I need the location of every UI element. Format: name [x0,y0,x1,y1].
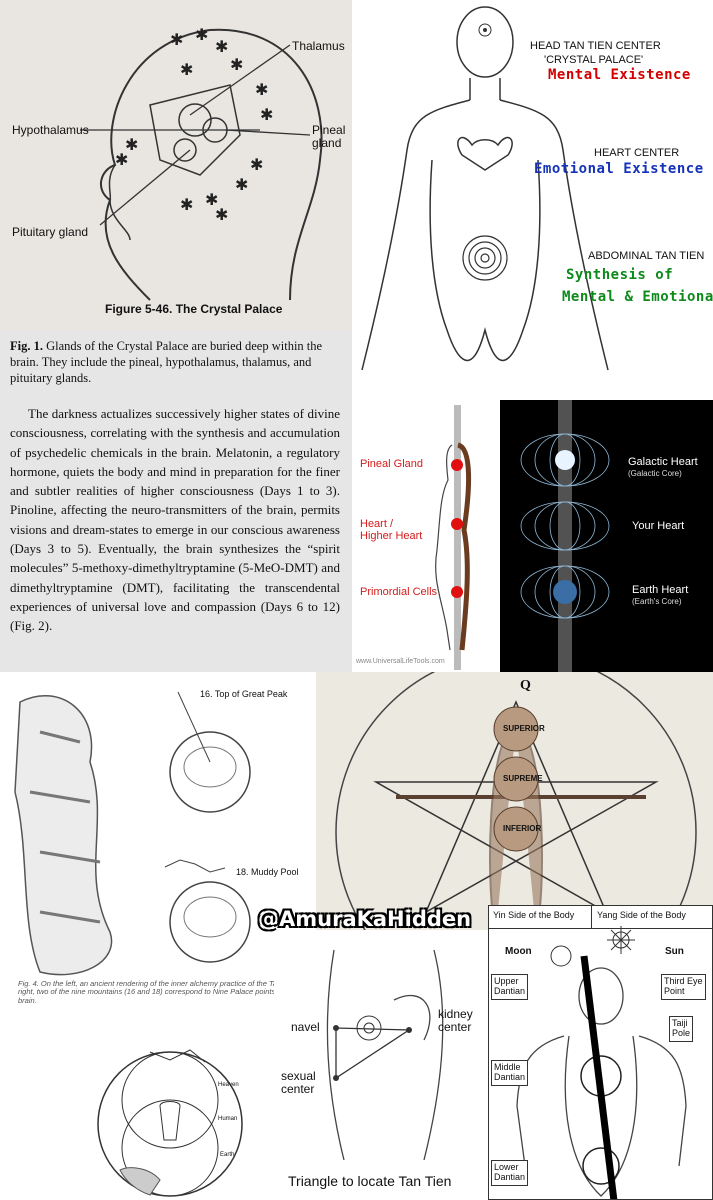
crystal-palace-panel: ✱✱✱ ✱✱✱ ✱✱✱ ✱✱✱ ✱✱ Thalamus Hypothalamus… [0,0,352,330]
pentagram-panel: Q SUPERIOR SUPREME INFERIOR [316,672,713,930]
globe-panel: Heaven Human Earth [90,1040,250,1200]
galactic-heart-label: Galactic Heart [628,456,698,468]
svg-text:✱: ✱ [250,155,263,174]
head-center-sub: 'CRYSTAL PALACE' [544,54,644,66]
svg-text:✱: ✱ [195,25,208,44]
inferior-label: INFERIOR [503,824,542,833]
triangle-panel: navel kidney center sexual center Triang… [274,930,488,1200]
yinyang-header-line [489,928,712,929]
lower-dantian-label: Lower Dantian [491,1160,529,1186]
navel-label: navel [291,1020,320,1034]
alchemy-drawing [14,691,251,976]
human-figure-drawing [361,6,609,371]
heart-center-title: HEART CENTER [594,147,680,159]
fig1-caption-text: Glands of the Crystal Palace are buried … [10,339,323,385]
globe-drawing [97,1049,243,1197]
watermark: @AmuraKaHidden [258,907,472,931]
nine-mountains-panel: 16. Top of Great Peak 18. Muddy Pool Fig… [0,672,316,1040]
crystal-palace-drawing: ✱✱✱ ✱✱✱ ✱✱✱ ✱✱✱ ✱✱ [80,25,323,301]
synthesis-line-1: Synthesis of [566,267,674,283]
woman-pineal-label: Pineal Gland [360,458,423,470]
earth-heart-sub: (Earth's Core) [632,597,682,606]
head-center-title: HEAD TAN TIEN CENTER [530,40,661,52]
woman-primordial-label: Primordial Cells [360,586,438,598]
svg-text:✱: ✱ [260,105,273,124]
mental-existence-label: Mental Existence [548,67,691,83]
pentagram-drawing [335,672,697,930]
third-eye-label: Third Eye Point [661,974,706,1000]
kidney-label: kidney center [438,1007,473,1035]
globe-earth-label: Earth [220,1152,235,1158]
article-text-panel: Fig. 1. Glands of the Crystal Palace are… [0,330,352,672]
taiji-pole-label: Taiji Pole [669,1016,694,1042]
top-great-peak-label: 16. Top of Great Peak [200,689,288,699]
thalamus-label: Thalamus [292,39,345,53]
upper-dantian-label: Upper Dantian [491,974,529,1000]
moon-label: Moon [505,946,532,957]
fig1-label: Fig. 1. [10,339,43,353]
globe-human-label: Human [218,1116,238,1122]
superior-label: SUPERIOR [503,724,545,733]
svg-text:✱: ✱ [205,190,218,209]
woman-heart-label: Heart / Higher Heart [360,518,423,543]
yang-header: Yang Side of the Body [597,910,686,920]
svg-text:✱: ✱ [235,175,248,194]
muddy-pool-label: 18. Muddy Pool [236,867,299,877]
svg-text:✱: ✱ [170,30,183,49]
globe-heaven-label: Heaven [218,1082,239,1088]
tan-tien-centers-panel: HEAD TAN TIEN CENTER 'CRYSTAL PALACE' Me… [352,0,713,400]
svg-text:✱: ✱ [255,80,268,99]
woman-gland-panel: Pineal Gland Heart / Higher Heart Primor… [352,400,500,672]
woman-credit: www.UniversalLifeTools.com [356,658,445,665]
your-heart-label: Your Heart [632,520,685,532]
svg-text:✱: ✱ [125,135,138,154]
yinyang-header-divider [591,906,592,928]
emotional-existence-label: Emotional Existence [534,161,704,177]
svg-text:✱: ✱ [180,60,193,79]
pentagram-q-label: Q [520,678,531,693]
woman-drawing [435,405,472,670]
hypothalamus-label: Hypothalamus [12,123,89,137]
earth-heart-label: Earth Heart [632,584,689,596]
svg-text:✱: ✱ [115,150,128,169]
torus-drawing [520,400,610,672]
synthesis-line-2: Mental & Emotional [562,289,713,305]
pineal-label: Pineal gland [312,123,346,151]
pituitary-label: Pituitary gland [12,225,89,239]
middle-dantian-label: Middle Dantian [491,1060,529,1086]
triangle-drawing [326,949,444,1161]
svg-text:✱: ✱ [215,37,228,56]
crystal-palace-caption: Figure 5-46. The Crystal Palace [105,302,283,316]
svg-text:✱: ✱ [180,195,193,214]
torus-hearts-panel: Galactic Heart (Galactic Core) Your Hear… [500,400,713,672]
sun-label: Sun [665,946,684,957]
supreme-label: SUPREME [503,774,543,783]
svg-text:✱: ✱ [215,205,228,224]
galactic-heart-sub: (Galactic Core) [628,469,682,478]
abdominal-title: ABDOMINAL TAN TIEN [588,250,705,262]
fig4-caption: Fig. 4. On the left, an ancient renderin… [18,979,308,1005]
fig1-caption: Fig. 1. Glands of the Crystal Palace are… [10,338,342,386]
svg-text:✱: ✱ [230,55,243,74]
triangle-caption: Triangle to locate Tan Tien [288,1173,452,1189]
yin-yang-panel: Yin Side of the Body Yang Side of the Bo… [488,905,713,1200]
yin-header: Yin Side of the Body [493,910,575,920]
article-paragraph: The darkness actualizes successively hig… [10,406,340,634]
sexual-center-label: sexual center [281,1069,316,1097]
